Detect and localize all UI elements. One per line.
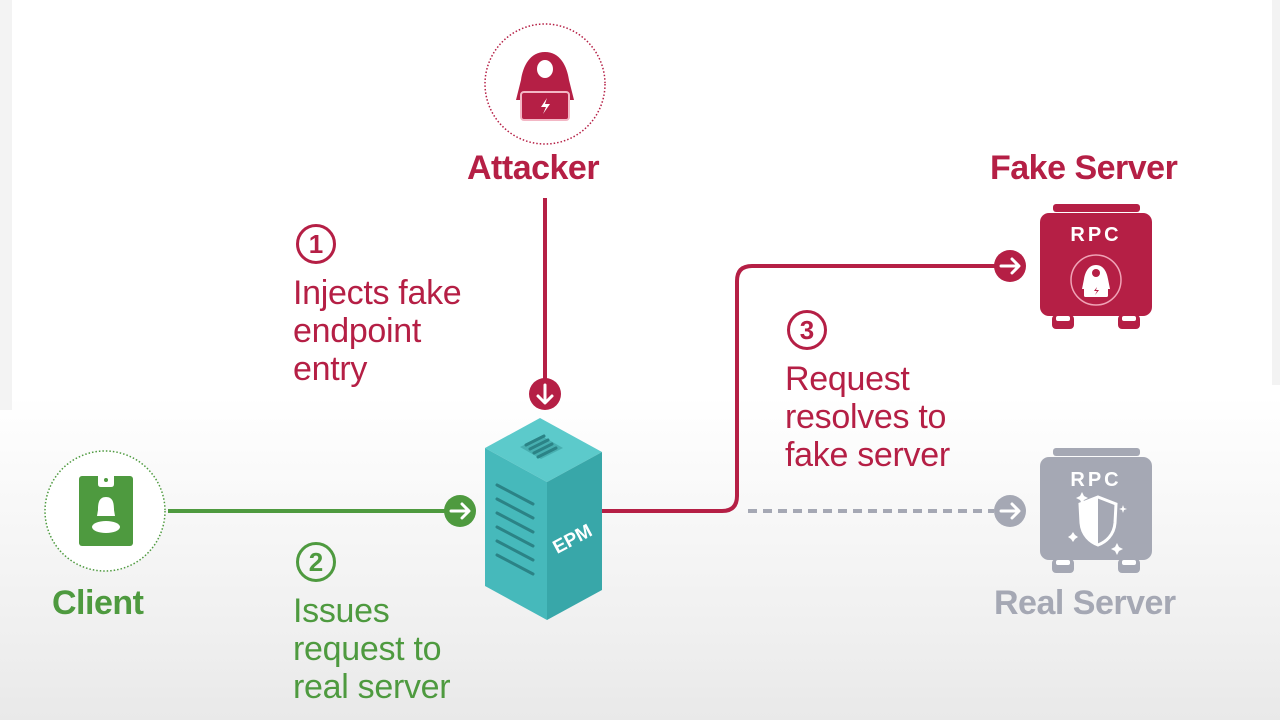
fake-server: RPC [1040, 204, 1152, 329]
step-3-text: Request resolves to fake server [785, 360, 950, 474]
step-2-text: Issues request to real server [293, 592, 451, 706]
arrow-right-icon [994, 495, 1026, 527]
client-label: Client [52, 584, 144, 622]
attacker-node [484, 23, 606, 145]
step-1-line: endpoint [293, 312, 422, 350]
step-3-line: fake server [785, 436, 950, 474]
arrow-right-icon [994, 250, 1026, 282]
arrow-down-icon [529, 378, 561, 410]
id-badge-icon [79, 476, 133, 546]
step-3-line: resolves to [785, 398, 947, 436]
fake-server-label: Fake Server [990, 149, 1178, 187]
background-edge-left [0, 0, 12, 410]
step-2-line: real server [293, 668, 451, 706]
step-3-number: 3 [787, 310, 827, 350]
fake-server-rpc-badge: RPC [1070, 224, 1121, 246]
hacker-in-circle-icon [1082, 265, 1110, 297]
epm-to-fake-server-line [600, 264, 995, 513]
epm-server: EPM [485, 418, 602, 620]
step-2-number: 2 [296, 542, 336, 582]
background-edge-right [1272, 0, 1280, 385]
client-node [44, 450, 166, 572]
step-1-line: entry [293, 350, 368, 388]
real-server-rpc-badge: RPC [1070, 469, 1121, 491]
step-2-line: request to [293, 630, 442, 668]
real-server: RPC [1040, 448, 1152, 573]
attacker-label: Attacker [467, 149, 600, 187]
step-2-line: Issues [293, 592, 390, 630]
arrow-right-icon [444, 495, 476, 527]
step-1-number: 1 [296, 224, 336, 264]
step-1-text: Injects fake endpoint entry [293, 274, 462, 388]
real-server-label: Real Server [994, 584, 1176, 622]
step-1-line: Injects fake [293, 274, 462, 312]
shield-sparkle-icon [1068, 492, 1127, 555]
step-3-line: Request [785, 360, 910, 398]
hooded-hacker-icon [516, 52, 574, 121]
